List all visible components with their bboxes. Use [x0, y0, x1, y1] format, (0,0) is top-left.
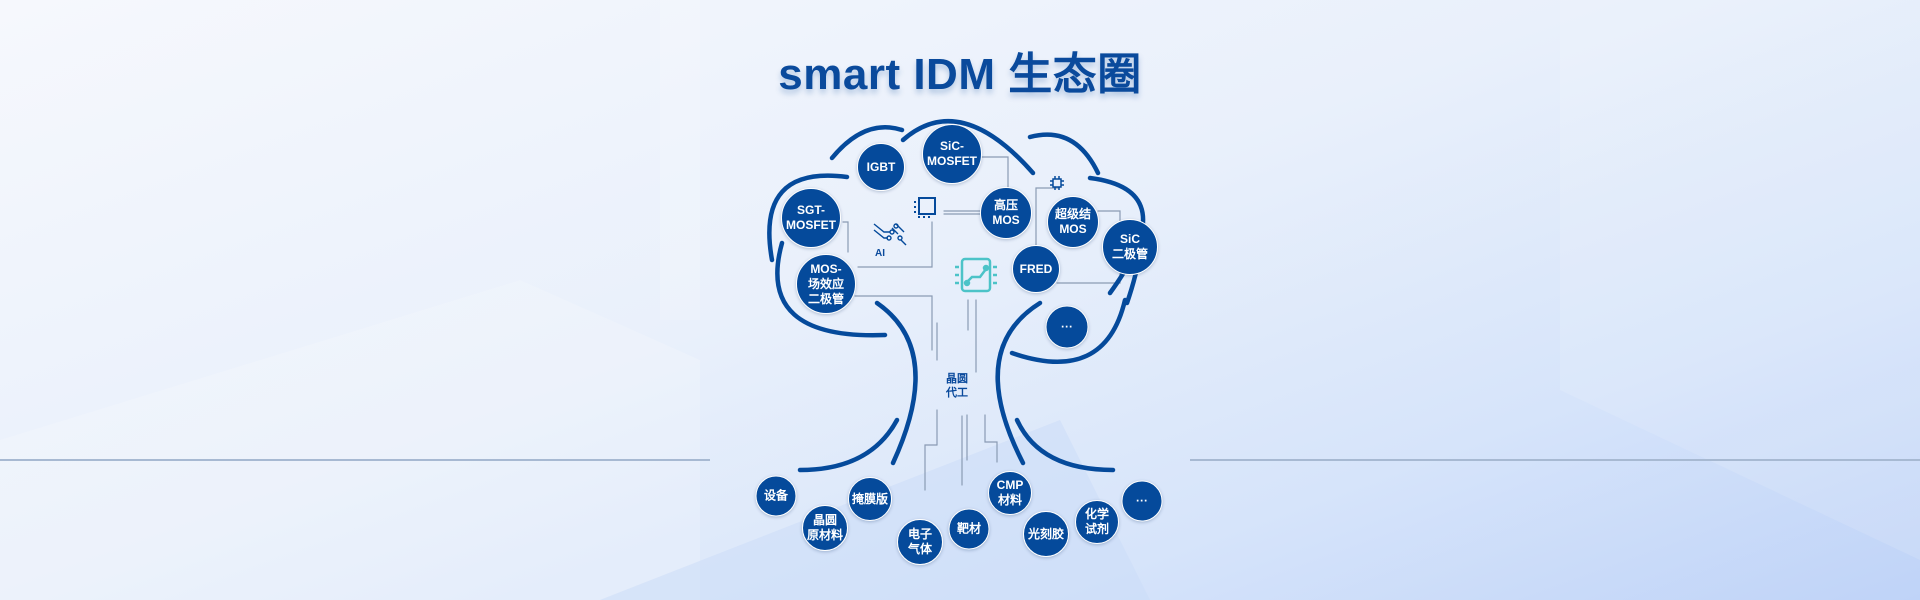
- node-mos-diode[interactable]: MOS- 场效应 二极管: [796, 254, 856, 314]
- small-chip-icon: [1050, 176, 1064, 190]
- divider-line-right: [1190, 459, 1920, 461]
- node-sic-mosfet[interactable]: SiC- MOSFET: [922, 124, 982, 184]
- divider-line-left: [0, 459, 710, 461]
- node-wafer-raw-material[interactable]: 晶圆 原材料: [802, 505, 848, 551]
- node-electronic-gas[interactable]: 电子 气体: [897, 519, 943, 565]
- node-cmp-material[interactable]: CMP 材料: [988, 471, 1032, 515]
- processor-icon: [955, 257, 997, 293]
- node-sic-diode[interactable]: SiC 二极管: [1102, 219, 1158, 275]
- node-igbt[interactable]: IGBT: [857, 143, 905, 191]
- node-fred[interactable]: FRED: [1012, 245, 1060, 293]
- ai-circuit-icon: [873, 223, 907, 246]
- node-target-material[interactable]: 靶材: [948, 508, 990, 550]
- wafer-foundry-label: 晶圆 代工: [946, 373, 968, 399]
- node-more-products[interactable]: ···: [1045, 305, 1089, 349]
- ai-label: AI: [875, 248, 885, 259]
- node-hv-mos[interactable]: 高压 MOS: [980, 187, 1032, 239]
- tree-branches: [767, 118, 1146, 473]
- node-sgt-mosfet[interactable]: SGT- MOSFET: [781, 188, 841, 248]
- node-superjunction-mos[interactable]: 超级结 MOS: [1047, 196, 1099, 248]
- circuit-lines: [842, 156, 1121, 491]
- node-more-materials[interactable]: ···: [1121, 480, 1163, 522]
- chip-icon: [914, 197, 936, 218]
- page-title: smart IDM 生态圈: [778, 50, 1142, 99]
- node-photoresist[interactable]: 光刻胶: [1023, 511, 1069, 557]
- node-chemical-reagent[interactable]: 化学 试剂: [1075, 500, 1119, 544]
- node-photomask[interactable]: 掩膜版: [848, 477, 892, 521]
- node-equipment[interactable]: 设备: [755, 475, 797, 517]
